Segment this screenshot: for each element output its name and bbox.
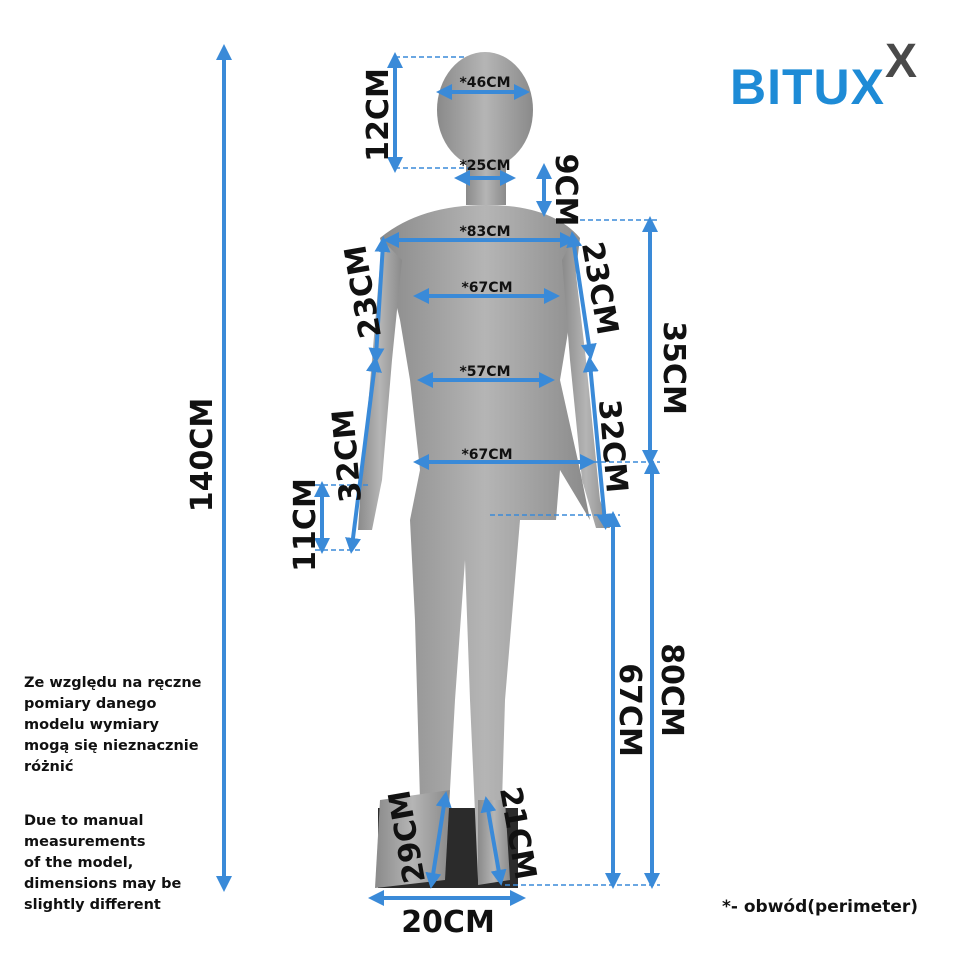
hand-label: 11CM (288, 478, 323, 572)
body (380, 205, 590, 880)
note-english: Due to manual measurements of the model,… (24, 811, 224, 916)
waist-label: *57CM (459, 364, 510, 380)
perimeter-legend: *- obwód(perimeter) (722, 897, 918, 917)
forearm-right-label: 32CM (591, 398, 634, 494)
forearm-left-label: 32CM (326, 408, 369, 504)
note-line: Ze względu na ręczne (24, 675, 202, 691)
note-line: pomiary danego (24, 696, 157, 712)
head-circ-label: *46CM (459, 75, 510, 91)
torso-label: 35CM (656, 321, 691, 415)
head-height-label: 12CM (361, 68, 396, 162)
base-width-label: 20CM (401, 905, 495, 940)
note-line: dimensions may be (24, 876, 182, 892)
note-line: mogą się nieznacznie (24, 738, 199, 754)
measurement-arrows (216, 44, 660, 906)
total-height-label: 140CM (185, 398, 220, 513)
neck-circ-label: *25CM (459, 158, 510, 174)
chest-label: *67CM (461, 280, 512, 296)
bitux-logo: BITUX X (730, 35, 930, 115)
logo-text: BITUX (730, 59, 885, 115)
shoulders-label: *83CM (459, 224, 510, 240)
note-line: Due to manual (24, 813, 144, 829)
hips-label: *67CM (461, 447, 512, 463)
note-line: slightly different (24, 897, 161, 913)
note-line: measurements (24, 834, 146, 850)
head (437, 52, 533, 168)
hip-to-floor-label: 80CM (654, 643, 689, 737)
neck-height-label: 9CM (548, 154, 583, 227)
logo-mark: X (885, 35, 918, 88)
note-line: of the model, (24, 855, 134, 871)
inseam-label: 67CM (612, 663, 647, 757)
note-polish: Ze względu na ręczne pomiary danego mode… (24, 673, 224, 778)
note-line: modelu wymiary (24, 717, 159, 733)
note-line: różnić (24, 759, 74, 775)
